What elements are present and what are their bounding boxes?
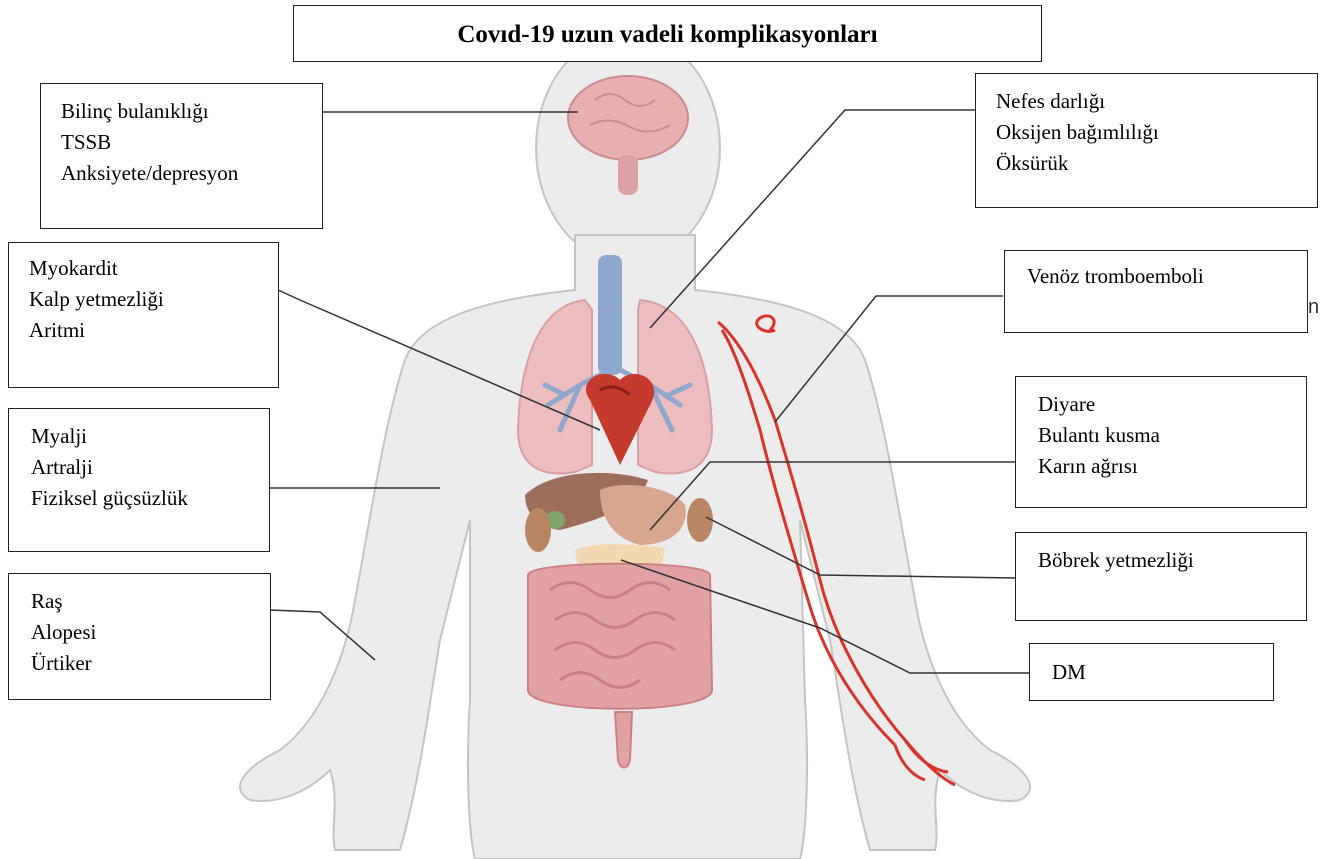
label-resp-1: Nefes darlığı	[996, 86, 1297, 117]
label-derm-2: Alopesi	[31, 617, 248, 648]
label-neuro-2: TSSB	[61, 127, 302, 158]
label-box-vte: Venöz tromboemboli	[1004, 250, 1308, 333]
trachea	[598, 255, 622, 375]
label-cardiac-1: Myokardit	[29, 253, 258, 284]
label-derm-3: Ürtiker	[31, 648, 248, 679]
label-derm-1: Raş	[31, 586, 248, 617]
label-musculo-2: Artralji	[31, 452, 247, 483]
diagram-title: Covıd-19 uzun vadeli komplikasyonları	[293, 5, 1042, 62]
label-box-neuro: Bilinç bulanıklığı TSSB Anksiyete/depres…	[40, 83, 323, 229]
label-gi-1: Diyare	[1038, 389, 1284, 420]
label-box-resp: Nefes darlığı Oksijen bağımlılığı Öksürü…	[975, 73, 1318, 208]
label-box-cardiac: Myokardit Kalp yetmezliği Aritmi	[8, 242, 279, 388]
label-box-derm: Raş Alopesi Ürtiker	[8, 573, 271, 700]
label-vte-1: Venöz tromboemboli	[1027, 261, 1285, 292]
label-cardiac-2: Kalp yetmezliği	[29, 284, 258, 315]
label-musculo-1: Myalji	[31, 421, 247, 452]
label-musculo-3: Fiziksel güçsüzlük	[31, 483, 247, 514]
label-box-dm: DM	[1029, 643, 1274, 701]
label-box-gi: Diyare Bulantı kusma Karın ağrısı	[1015, 376, 1307, 508]
label-resp-2: Oksijen bağımlılığı	[996, 117, 1297, 148]
label-resp-3: Öksürük	[996, 148, 1297, 179]
stray-character: n	[1308, 296, 1319, 319]
label-gi-3: Karın ağrısı	[1038, 451, 1284, 482]
label-box-musculo: Myalji Artralji Fiziksel güçsüzlük	[8, 408, 270, 552]
label-neuro-3: Anksiyete/depresyon	[61, 158, 302, 189]
label-renal-1: Böbrek yetmezliği	[1038, 545, 1284, 576]
label-cardiac-3: Aritmi	[29, 315, 258, 346]
label-dm-1: DM	[1052, 657, 1251, 688]
label-neuro-1: Bilinç bulanıklığı	[61, 96, 302, 127]
label-box-renal: Böbrek yetmezliği	[1015, 532, 1307, 621]
label-gi-2: Bulantı kusma	[1038, 420, 1284, 451]
